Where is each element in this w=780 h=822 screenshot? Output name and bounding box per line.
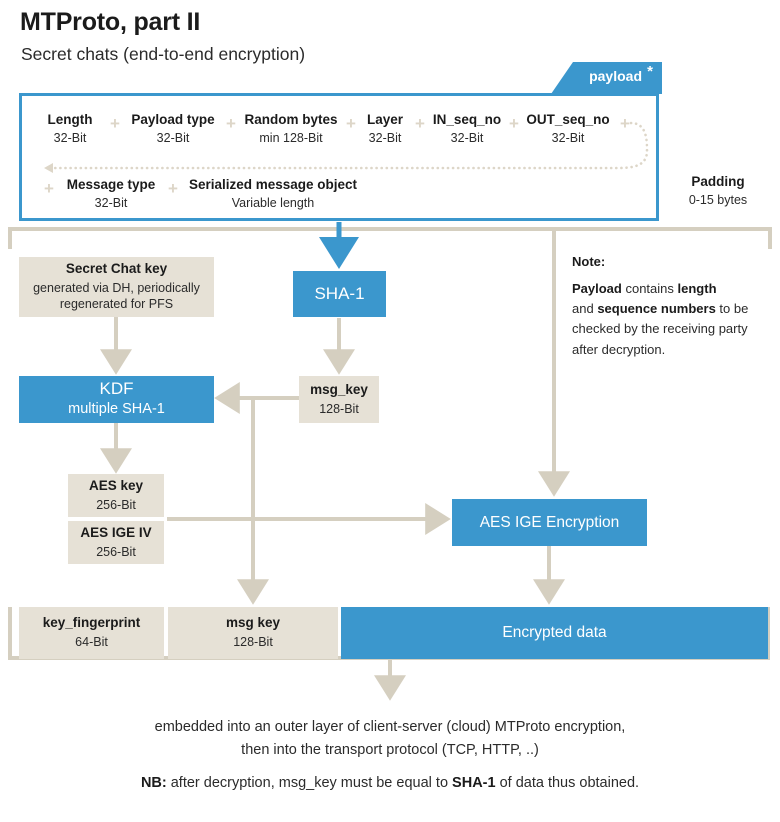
note-payload-word: Payload (572, 281, 622, 297)
plus-separator-icon: + (415, 114, 425, 133)
node-aes-ige-iv: AES IGE IV 256-Bit (68, 521, 164, 564)
page-subtitle: Secret chats (end-to-end encryption) (21, 44, 306, 64)
payload-tab-label: payload (589, 68, 642, 84)
payload-tab: payload * (551, 62, 662, 94)
plus-separator-icon: + (168, 179, 178, 198)
plus-separator-icon: + (509, 114, 519, 133)
payload-field-payload-type: Payload type 32-Bit (131, 112, 215, 145)
payload-field-layer: Layer 32-Bit (366, 112, 404, 145)
payload-field-random-bytes: Random bytes min 128-Bit (244, 112, 338, 145)
node-msg-key-output: msg key 128-Bit (168, 607, 338, 659)
note-block: Note: Payload contains length and sequen… (572, 252, 772, 360)
payload-field-in-seq-no: IN_seq_no 32-Bit (432, 112, 502, 145)
padding-label: Padding 0-15 bytes (688, 174, 748, 207)
payload-field-message-type: Message type 32-Bit (66, 177, 156, 210)
plus-separator-icon: + (346, 114, 356, 133)
plus-separator-icon: + (44, 179, 54, 198)
node-aes-ige-encryption: AES IGE Encryption (452, 499, 647, 546)
node-sha1: SHA-1 (293, 271, 386, 317)
node-encrypted-data: Encrypted data (341, 607, 768, 659)
payload-field-length: Length 32-Bit (47, 112, 93, 145)
page-title: MTProto, part II (20, 8, 201, 36)
payload-footnote-asterisk: * (647, 63, 653, 80)
node-kdf: KDF multiple SHA-1 (19, 376, 214, 423)
footer-description: embedded into an outer layer of client-s… (154, 719, 626, 758)
node-msg-key: msg_key 128-Bit (299, 376, 379, 423)
payload-field-out-seq-no: OUT_seq_no 32-Bit (526, 112, 610, 145)
payload-field-serialized-message-object: Serialized message object Variable lengt… (188, 177, 358, 210)
plus-separator-icon: + (620, 114, 630, 133)
node-key-fingerprint: key_fingerprint 64-Bit (19, 607, 164, 659)
node-aes-key: AES key 256-Bit (68, 474, 164, 517)
note-heading: Note: (572, 254, 606, 269)
plus-separator-icon: + (110, 114, 120, 133)
footer-nb: NB: after decryption, msg_key must be eq… (140, 775, 640, 791)
plus-separator-icon: + (226, 114, 236, 133)
node-secret-chat-key: Secret Chat key generated via DH, period… (19, 257, 214, 317)
